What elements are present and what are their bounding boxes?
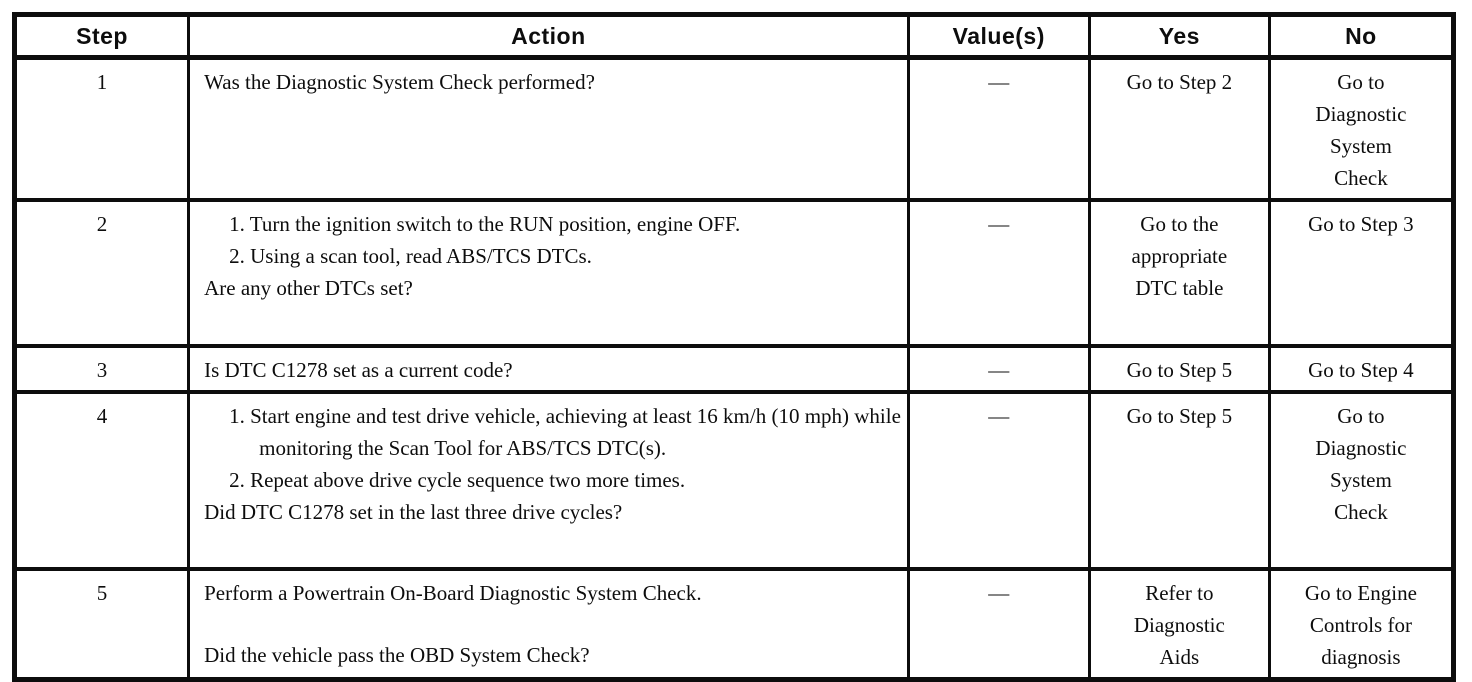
action-numbered-item: 1. Start engine and test drive vehicle, … xyxy=(229,404,901,460)
header-values: Value(s) xyxy=(906,13,1091,60)
step-cell: 3 xyxy=(12,344,191,394)
action-text: Did the vehicle pass the OBD System Chec… xyxy=(204,643,590,667)
action-cell: 1. Turn the ignition switch to the RUN p… xyxy=(187,198,910,348)
value-cell-line: — xyxy=(988,404,1010,428)
action-text: Is DTC C1278 set as a current code? xyxy=(204,358,513,382)
no-cell: Go to Step 4 xyxy=(1267,344,1456,394)
no-cell-line: Go to Step 4 xyxy=(1308,358,1414,382)
value-cell: — xyxy=(906,198,1091,348)
value-cell: — xyxy=(906,55,1091,202)
yes-cell: Go to Step 5 xyxy=(1087,390,1271,571)
action-cell: 1. Start engine and test drive vehicle, … xyxy=(187,390,910,571)
no-cell-line: System xyxy=(1329,468,1392,492)
yes-cell: Go to Step 5 xyxy=(1087,344,1271,394)
no-cell: Go to Step 3 xyxy=(1267,198,1456,348)
step-cell: 4 xyxy=(12,390,191,571)
value-cell: — xyxy=(906,344,1091,394)
value-cell-line: — xyxy=(988,358,1010,382)
yes-cell-line: Go to Step 5 xyxy=(1126,358,1233,382)
table-row: 4 1. Start engine and test drive vehicle,… xyxy=(12,390,1456,571)
action-text: Perform a Powertrain On-Board Diagnostic… xyxy=(204,581,702,605)
action-numbered-item: 2. Repeat above drive cycle sequence two… xyxy=(229,468,686,492)
step-cell: 2 xyxy=(12,198,191,348)
yes-cell-line: Go to the xyxy=(1140,212,1219,236)
yes-cell-line: Aids xyxy=(1159,645,1200,669)
header-step: Step xyxy=(12,13,191,60)
action-numbered-item: 1. Turn the ignition switch to the RUN p… xyxy=(229,212,741,236)
step-cell: 1 xyxy=(12,55,191,202)
action-text: Was the Diagnostic System Check performe… xyxy=(204,70,595,94)
action-text: Are any other DTCs set? xyxy=(204,276,413,300)
no-cell-line: Go to Engine xyxy=(1304,581,1417,605)
table-body: 1 Was the Diagnostic System Check perform… xyxy=(12,55,1456,682)
no-cell-line: Controls for xyxy=(1309,613,1412,637)
yes-cell-line: DTC table xyxy=(1135,276,1224,300)
no-cell-line: System xyxy=(1329,134,1392,158)
value-cell: — xyxy=(906,567,1091,682)
action-spacer xyxy=(194,609,903,639)
no-cell-line: Check xyxy=(1334,500,1388,524)
yes-cell: Go to Step 2 xyxy=(1087,55,1271,202)
diagnostic-steps-table: Step Action Value(s) Yes No 1 Was the Dia… xyxy=(12,12,1456,682)
value-cell-line: — xyxy=(988,70,1010,94)
table-row: 2 1. Turn the ignition switch to the RUN … xyxy=(12,198,1456,348)
no-cell-line: Diagnostic xyxy=(1315,102,1407,126)
table-row: 5 Perform a Powertrain On-Board Diagnosti… xyxy=(12,567,1456,682)
value-cell: — xyxy=(906,390,1091,571)
no-cell-line: Check xyxy=(1334,166,1388,190)
no-cell-line: Diagnostic xyxy=(1315,436,1407,460)
yes-cell-line: appropriate xyxy=(1131,244,1228,268)
yes-cell-line: Diagnostic xyxy=(1133,613,1225,637)
action-text: Did DTC C1278 set in the last three driv… xyxy=(204,500,623,524)
header-no: No xyxy=(1267,13,1456,60)
action-cell: Perform a Powertrain On-Board Diagnostic… xyxy=(187,567,910,682)
value-cell-line: — xyxy=(988,581,1010,605)
yes-cell-line: Refer to xyxy=(1145,581,1214,605)
no-cell-line: diagnosis xyxy=(1321,645,1401,669)
scanned-document-page: Step Action Value(s) Yes No 1 Was the Dia… xyxy=(12,12,1456,682)
no-cell-line: Go to xyxy=(1337,404,1385,428)
yes-cell-line: Go to Step 2 xyxy=(1126,70,1233,94)
action-cell: Was the Diagnostic System Check performe… xyxy=(187,55,910,202)
table-row: 3 Is DTC C1278 set as a current code? — Go … xyxy=(12,344,1456,394)
no-cell-line: Go to Step 3 xyxy=(1308,212,1414,236)
header-action: Action xyxy=(187,13,910,60)
header-row: Step Action Value(s) Yes No xyxy=(12,13,1456,60)
action-cell: Is DTC C1278 set as a current code? xyxy=(187,344,910,394)
value-cell-line: — xyxy=(988,212,1010,236)
table-row: 1 Was the Diagnostic System Check perform… xyxy=(12,55,1456,202)
header-yes: Yes xyxy=(1087,13,1271,60)
no-cell-line: Go to xyxy=(1337,70,1385,94)
action-numbered-item: 2. Using a scan tool, read ABS/TCS DTCs. xyxy=(229,244,592,268)
step-cell: 5 xyxy=(12,567,191,682)
yes-cell-line: Go to Step 5 xyxy=(1126,404,1233,428)
